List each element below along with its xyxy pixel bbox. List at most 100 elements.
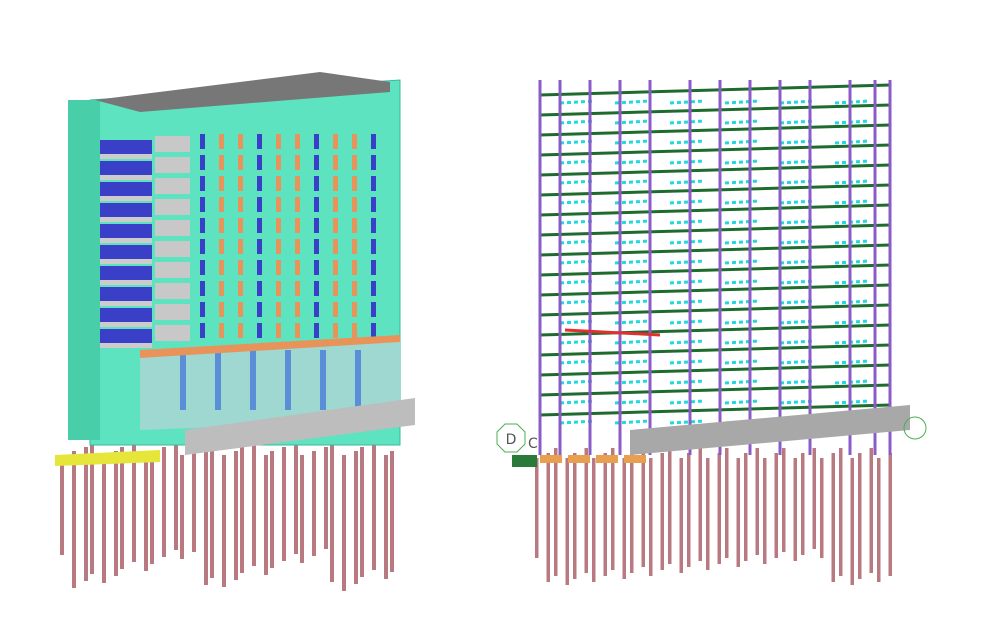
pile-cap (624, 455, 646, 463)
window (257, 302, 262, 317)
pile (603, 453, 607, 576)
slab-rebar (834, 139, 871, 145)
pile (535, 458, 539, 558)
window (219, 155, 224, 170)
window-band (100, 161, 152, 175)
pile (858, 453, 862, 579)
pile (687, 453, 691, 567)
pile (84, 447, 88, 581)
window (295, 197, 300, 212)
window (219, 134, 224, 149)
slab-rebar (614, 239, 651, 245)
pile (565, 458, 569, 585)
slab-rebar (834, 399, 871, 405)
slab-rebar (724, 299, 761, 305)
pile (150, 451, 154, 564)
slab-rebar (724, 219, 761, 225)
pile (174, 443, 178, 550)
window-band (100, 140, 152, 154)
window (238, 302, 243, 317)
transfer-slab (185, 398, 415, 455)
slab-rebar (669, 419, 706, 425)
slab-rebar (614, 299, 651, 305)
floor-beam (539, 223, 891, 237)
window (276, 239, 281, 254)
window (352, 218, 357, 233)
balcony-block (155, 283, 190, 299)
structural-frame-model (512, 80, 910, 585)
pile (611, 448, 615, 570)
floor-beam (539, 283, 891, 297)
pile (270, 451, 274, 568)
window (238, 239, 243, 254)
slab-rebar (834, 99, 871, 105)
window (314, 239, 319, 254)
slab-rebar (614, 99, 651, 105)
slab-rebar (834, 379, 871, 385)
balcony-block (155, 199, 190, 215)
window (238, 218, 243, 233)
rendered-building-model (55, 72, 415, 591)
pile (706, 458, 710, 570)
window (333, 281, 338, 296)
window (219, 218, 224, 233)
pile (660, 453, 664, 570)
slab-rebar (614, 279, 651, 285)
window (295, 281, 300, 296)
window (238, 155, 243, 170)
window (371, 155, 376, 170)
slab-edge (100, 154, 152, 159)
pile (204, 447, 208, 585)
pile (630, 453, 634, 573)
window (352, 239, 357, 254)
roof (95, 72, 390, 112)
slab-rebar (834, 179, 871, 185)
pile (120, 447, 124, 569)
balcony-block (155, 241, 190, 257)
window (371, 302, 376, 317)
slab-rebar (834, 279, 871, 285)
grid-label-text: D (506, 432, 517, 448)
slab-rebar (669, 259, 706, 265)
window (295, 218, 300, 233)
pile (282, 447, 286, 561)
window (238, 281, 243, 296)
slab-rebar (724, 359, 761, 365)
slab-rebar (834, 199, 871, 205)
window (200, 323, 205, 338)
slab-rebar (724, 259, 761, 265)
pile (60, 455, 64, 555)
slab-rebar (834, 239, 871, 245)
slab-rebar (669, 339, 706, 345)
pile (144, 455, 148, 571)
window (219, 197, 224, 212)
slab-rebar (724, 179, 761, 185)
window (238, 323, 243, 338)
window (333, 176, 338, 191)
window (276, 197, 281, 212)
pile-cap (540, 455, 562, 463)
window (276, 260, 281, 275)
podium-beam (140, 335, 400, 358)
window (257, 239, 262, 254)
window (333, 197, 338, 212)
slab-rebar (724, 379, 761, 385)
podium-column (250, 350, 256, 410)
window-band (100, 245, 152, 259)
slab-edge (100, 322, 152, 327)
pile (793, 458, 797, 561)
window (314, 176, 319, 191)
window (257, 134, 262, 149)
window (200, 239, 205, 254)
pile (312, 451, 316, 556)
pile (850, 458, 854, 585)
podium (140, 340, 400, 430)
floor-beam (539, 183, 891, 197)
slab-edge (100, 217, 152, 222)
slab-rebar (669, 219, 706, 225)
slab-rebar (614, 339, 651, 345)
window (371, 239, 376, 254)
slab-edge (100, 280, 152, 285)
window (257, 155, 262, 170)
